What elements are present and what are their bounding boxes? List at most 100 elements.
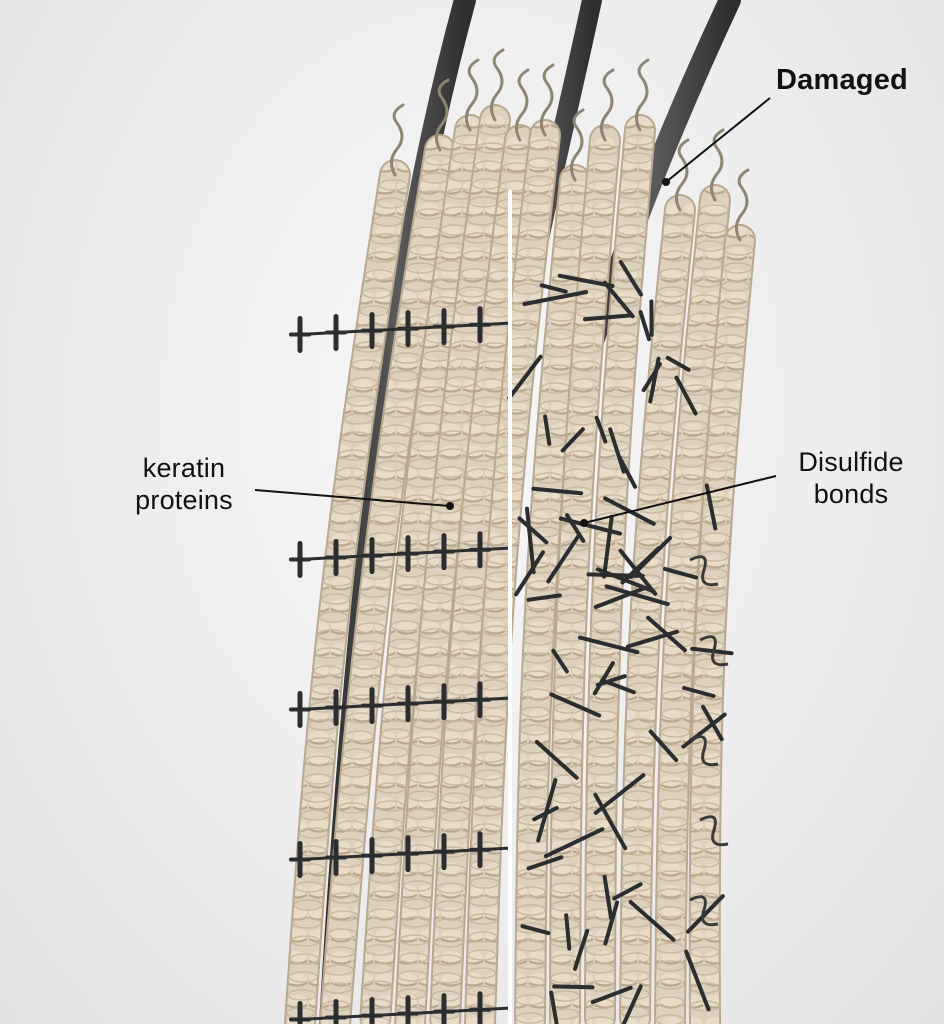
keratin-coil-ring (368, 890, 399, 902)
keratin-coil-ring (690, 802, 721, 814)
broken-bond (593, 585, 648, 609)
keratin-coil-ring (398, 952, 429, 964)
keratin-coil-ring (657, 834, 688, 846)
keratin-coil-ring (705, 460, 736, 472)
broken-bond-curl (689, 735, 719, 767)
keratin-coil-ring (572, 342, 603, 354)
keratin-coil-ring (406, 808, 437, 820)
broken-bond (674, 375, 698, 416)
protein-strand-tip (570, 108, 585, 182)
protein-strand-tip (390, 103, 405, 177)
keratin-coil-ring (603, 386, 634, 398)
keratin-coil-ring (522, 670, 552, 682)
keratin-coil-ring (519, 742, 550, 754)
keratin-coil-ring (574, 324, 604, 336)
keratin-coil-ring (434, 918, 465, 930)
broken-bond (594, 415, 608, 444)
keratin-coil-ring (388, 638, 419, 650)
keratin-coil-ring (552, 774, 582, 786)
keratin-coil-ring (441, 774, 472, 786)
keratin-coil-ring (689, 928, 720, 940)
keratin-coil-ring (325, 946, 356, 958)
keratin-coil-ring (287, 989, 317, 1001)
keratin-coil-ring (485, 571, 516, 583)
keratin-coil-ring (361, 287, 392, 299)
keratin-coil-ring (475, 733, 506, 745)
keratin-coil-ring (366, 532, 397, 544)
keratin-coil-ring (716, 334, 746, 346)
keratin-coil-ring (370, 233, 400, 245)
keratin-coil-ring (706, 442, 737, 454)
keratin-coil-ring (587, 162, 618, 174)
keratin-proteins-label: keratin proteins (124, 452, 244, 516)
keratin-coil-ring (410, 754, 441, 766)
keratin-coil-ring (469, 895, 499, 907)
keratin-coil-ring (651, 340, 682, 352)
keratin-coil-ring (565, 450, 595, 462)
keratin-coil-ring (442, 756, 473, 768)
keratin-coil-ring (355, 622, 386, 634)
keratin-coil-ring (587, 764, 617, 776)
keratin-coil-ring (551, 810, 582, 822)
keratin-coil-ring (318, 611, 349, 623)
keratin-coil-ring (402, 880, 433, 892)
keratin-coil-ring (451, 630, 481, 642)
broken-bond (507, 354, 543, 400)
keratin-coil-ring (501, 391, 532, 403)
keratin-coil-ring (656, 286, 687, 298)
keratin-coil-ring (343, 413, 374, 425)
keratin-coil-ring (551, 792, 582, 804)
keratin-coil-ring (664, 214, 694, 226)
keratin-coil-ring (449, 648, 480, 660)
keratin-coil-ring (553, 720, 583, 732)
keratin-coil-ring (697, 586, 728, 598)
keratin-coil-ring (400, 916, 431, 928)
keratin-coil-ring (408, 790, 438, 802)
keratin-coil-ring (467, 949, 497, 961)
keratin-coil-ring (551, 828, 581, 840)
keratin-coil-ring (353, 341, 384, 353)
keratin-coil-ring (662, 232, 693, 244)
keratin-coil-ring (378, 442, 409, 454)
keratin-coil-ring (665, 618, 695, 630)
keratin-coil-ring (295, 863, 326, 875)
keratin-coil-ring (655, 960, 686, 972)
keratin-coil-ring (421, 610, 452, 622)
keratin-coil-ring (301, 791, 332, 803)
broken-bond (531, 486, 584, 496)
keratin-coil-ring (289, 953, 320, 965)
keratin-coil-ring (523, 634, 554, 646)
keratin-coil-ring (374, 800, 405, 812)
keratin-coil-ring (483, 607, 513, 619)
keratin-coil-ring (337, 802, 368, 814)
keratin-coil-ring (390, 620, 421, 632)
keratin-coil-ring (552, 738, 583, 750)
keratin-coil-ring (690, 820, 721, 832)
keratin-coil (431, 126, 534, 1024)
keratin-coil-ring (645, 412, 675, 424)
keratin-coil-ring (554, 684, 584, 696)
broken-bond-curl (689, 895, 719, 927)
keratin-coil-ring (401, 898, 432, 910)
keratin-coil-ring (655, 304, 685, 316)
keratin-coil-ring (514, 265, 545, 277)
keratin-coil-ring (627, 664, 658, 676)
keratin-coil-ring (467, 931, 498, 943)
broken-bond (612, 882, 643, 901)
keratin-coil-ring (519, 760, 549, 772)
keratin-coil-ring (658, 798, 688, 810)
keratin-coil-ring (623, 808, 653, 820)
protein-strand-tip (600, 68, 615, 142)
keratin-coil-ring (306, 737, 336, 749)
keratin-coil-ring (571, 360, 601, 372)
keratin-coil-ring (670, 528, 701, 540)
keratin-coil-ring (473, 787, 503, 799)
keratin-label-line2: proteins (135, 485, 233, 515)
keratin-coil-ring (720, 280, 751, 292)
keratin-coil-ring (524, 616, 555, 628)
keratin-coil-ring (373, 818, 404, 830)
keratin-coil-ring (443, 738, 474, 750)
keratin-coil-ring (375, 197, 406, 209)
broken-bond (595, 674, 627, 687)
